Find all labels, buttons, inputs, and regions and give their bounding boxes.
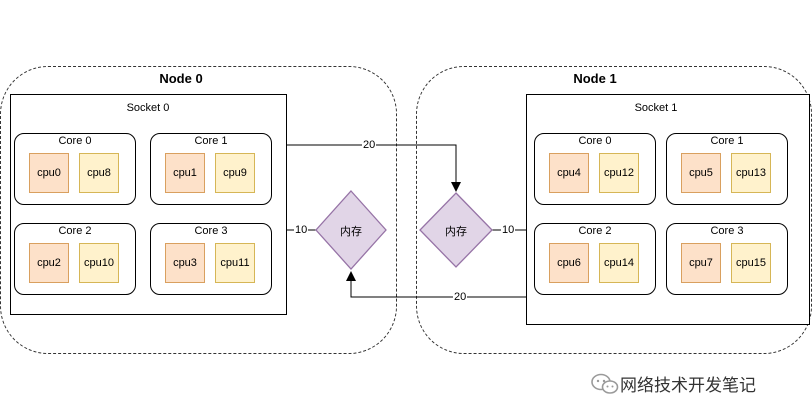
cpu-cell: cpu5 — [681, 153, 721, 193]
node-1-label: Node 1 — [573, 71, 617, 86]
node-0-core-0: Core 0 cpu0 cpu8 — [14, 133, 136, 205]
cpu-cell: cpu6 — [549, 243, 589, 283]
core-label: Core 2 — [578, 225, 612, 237]
cpu-cell: cpu11 — [215, 243, 255, 283]
watermark-text: 网络技术开发笔记 — [620, 376, 756, 396]
core-label: Core 0 — [58, 135, 92, 147]
node-1-core-0: Core 0 cpu4 cpu12 — [534, 133, 656, 205]
link-label-socket0-mem0: 10 — [294, 224, 309, 236]
cpu-cell: cpu12 — [599, 153, 639, 193]
core-label: Core 1 — [194, 135, 228, 147]
node-0-container — [0, 66, 397, 354]
cpu-cell: cpu8 — [79, 153, 119, 193]
link-label-socket1-mem0: 20 — [453, 291, 468, 303]
cpu-cell: cpu2 — [29, 243, 69, 283]
wechat-icon — [591, 373, 619, 394]
cpu-cell: cpu4 — [549, 153, 589, 193]
cpu-cell: cpu1 — [165, 153, 205, 193]
core-label: Core 0 — [578, 135, 612, 147]
cpu-cell: cpu7 — [681, 243, 721, 283]
link-socket0-to-mem1 — [287, 144, 461, 192]
node-1-core-2: Core 2 cpu6 cpu14 — [534, 223, 656, 295]
link-label-socket1-mem1: 10 — [501, 224, 516, 236]
cpu-cell: cpu14 — [599, 243, 639, 283]
memory-0-diamond — [315, 190, 387, 270]
cpu-cell: cpu13 — [731, 153, 771, 193]
socket-1-label: Socket 1 — [634, 102, 678, 114]
core-label: Core 3 — [194, 225, 228, 237]
cpu-cell: cpu10 — [79, 243, 119, 283]
socket-0-label: Socket 0 — [126, 102, 170, 114]
watermark: 网络技术开发笔记 — [590, 371, 756, 396]
core-label: Core 3 — [710, 225, 744, 237]
memory-0-label: 内存 — [340, 226, 362, 238]
node-0-core-1: Core 1 cpu1 cpu9 — [150, 133, 272, 205]
link-socket1-to-mem0 — [346, 271, 526, 298]
node-1-core-1: Core 1 cpu5 cpu13 — [666, 133, 788, 205]
node-0-core-2: Core 2 cpu2 cpu10 — [14, 223, 136, 295]
memory-1-diamond — [419, 192, 493, 268]
node-0-label: Node 0 — [159, 71, 203, 86]
cpu-cell: cpu3 — [165, 243, 205, 283]
cpu-cell: cpu9 — [215, 153, 255, 193]
cpu-cell: cpu0 — [29, 153, 69, 193]
memory-1-label: 内存 — [445, 226, 467, 238]
node-0-core-3: Core 3 cpu3 cpu11 — [150, 223, 272, 295]
cpu-cell: cpu15 — [731, 243, 771, 283]
link-label-socket0-mem1: 20 — [362, 139, 377, 151]
core-label: Core 1 — [710, 135, 744, 147]
core-label: Core 2 — [58, 225, 92, 237]
node-1-core-3: Core 3 cpu7 cpu15 — [666, 223, 788, 295]
